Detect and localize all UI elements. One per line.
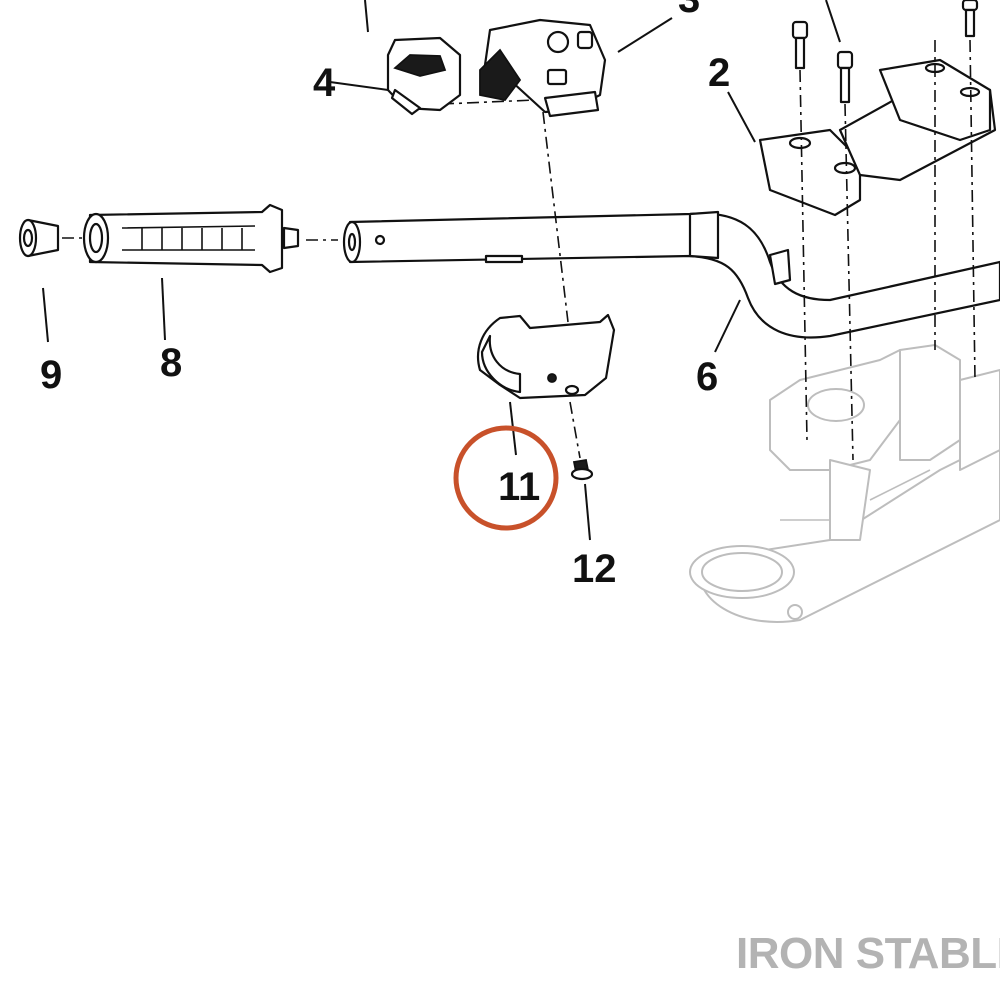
- callout-2: 2: [708, 51, 730, 95]
- assembly-lines: [62, 39, 976, 461]
- screw-part-12: [570, 458, 594, 481]
- end-cap-part-9: [18, 218, 60, 258]
- clamp-bolts: [791, 0, 979, 104]
- callout-6: 6: [696, 355, 718, 399]
- callout-8: 8: [160, 341, 182, 385]
- switch-housing-part-3: [479, 18, 607, 118]
- lower-cover-part-11: [476, 313, 616, 400]
- highlight-circle: [453, 425, 559, 531]
- grip-part-8: [82, 203, 300, 274]
- riser-clamp-part-2: [758, 58, 997, 217]
- triple-tree-ghost: [689, 344, 1000, 623]
- housing-insert-part-4: [386, 36, 462, 116]
- callout-4: 4: [313, 61, 336, 105]
- callout-12: 12: [572, 547, 617, 591]
- leader-lines: [42, 0, 841, 541]
- watermark-text: IRON STABLE: [736, 929, 1000, 978]
- handlebar-part-6: [342, 210, 1000, 339]
- callout-3: 3: [678, 0, 700, 21]
- callout-11: 11: [498, 465, 540, 509]
- callout-9: 9: [40, 353, 62, 397]
